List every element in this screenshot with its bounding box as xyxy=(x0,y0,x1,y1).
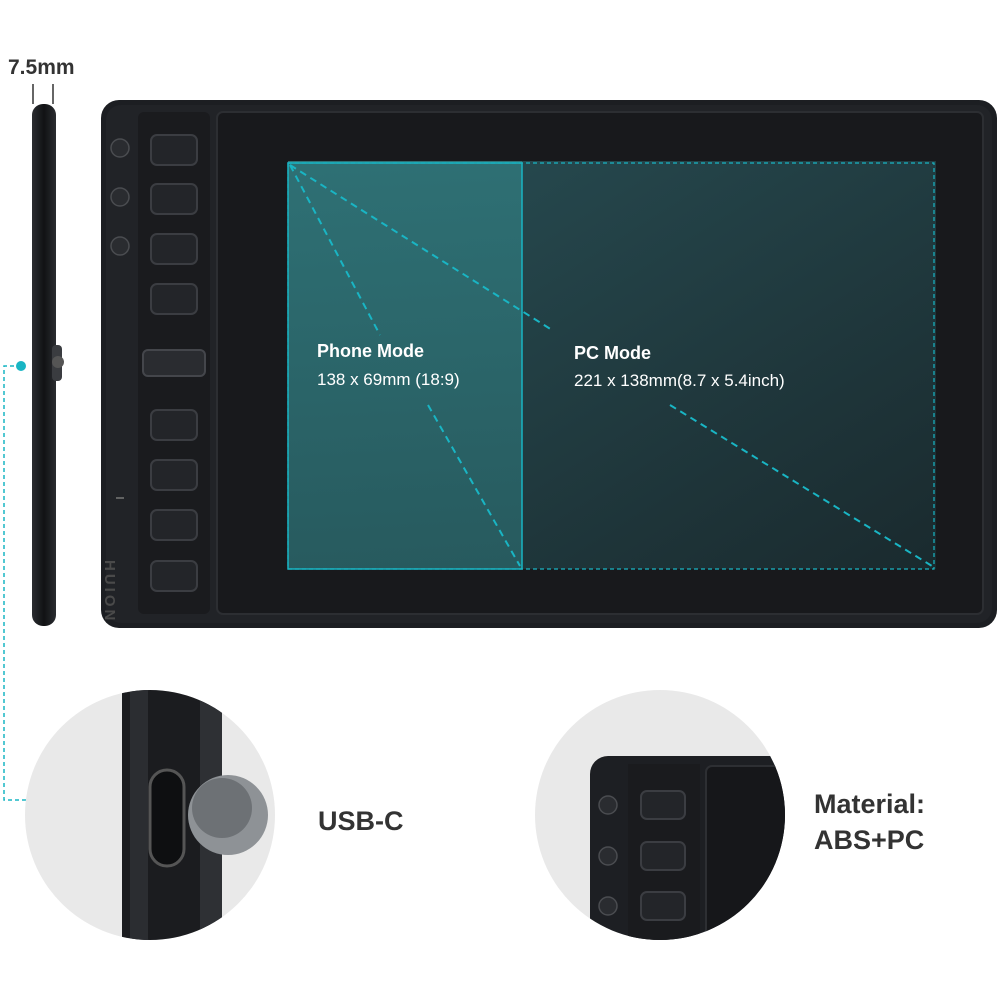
usb-port-closeup xyxy=(25,690,275,940)
material-label-line2: ABS+PC xyxy=(814,825,925,855)
phone-mode-area xyxy=(288,161,522,569)
material-label: Material: ABS+PC xyxy=(814,786,925,858)
thickness-dimension xyxy=(32,84,54,104)
brand-logo-text: HUION xyxy=(101,560,118,624)
tablet-body xyxy=(101,100,997,628)
pc-mode-spec: 221 x 138mm(8.7 x 5.4inch) xyxy=(574,371,785,390)
mode-buttons xyxy=(110,138,130,499)
pc-mode-title: PC Mode xyxy=(574,343,652,363)
phone-mode-spec: 138 x 69mm (18:9) xyxy=(317,370,460,389)
express-keys xyxy=(142,134,206,592)
scroll-wheel xyxy=(142,349,206,377)
tablet-side-profile xyxy=(32,104,64,626)
material-closeup xyxy=(535,690,785,940)
thickness-label: 7.5mm xyxy=(8,56,75,79)
phone-mode-title: Phone Mode xyxy=(317,341,424,361)
material-label-line1: Material: xyxy=(814,789,926,819)
usb-c-label: USB-C xyxy=(318,806,404,836)
usb-c-port-icon xyxy=(148,768,186,868)
